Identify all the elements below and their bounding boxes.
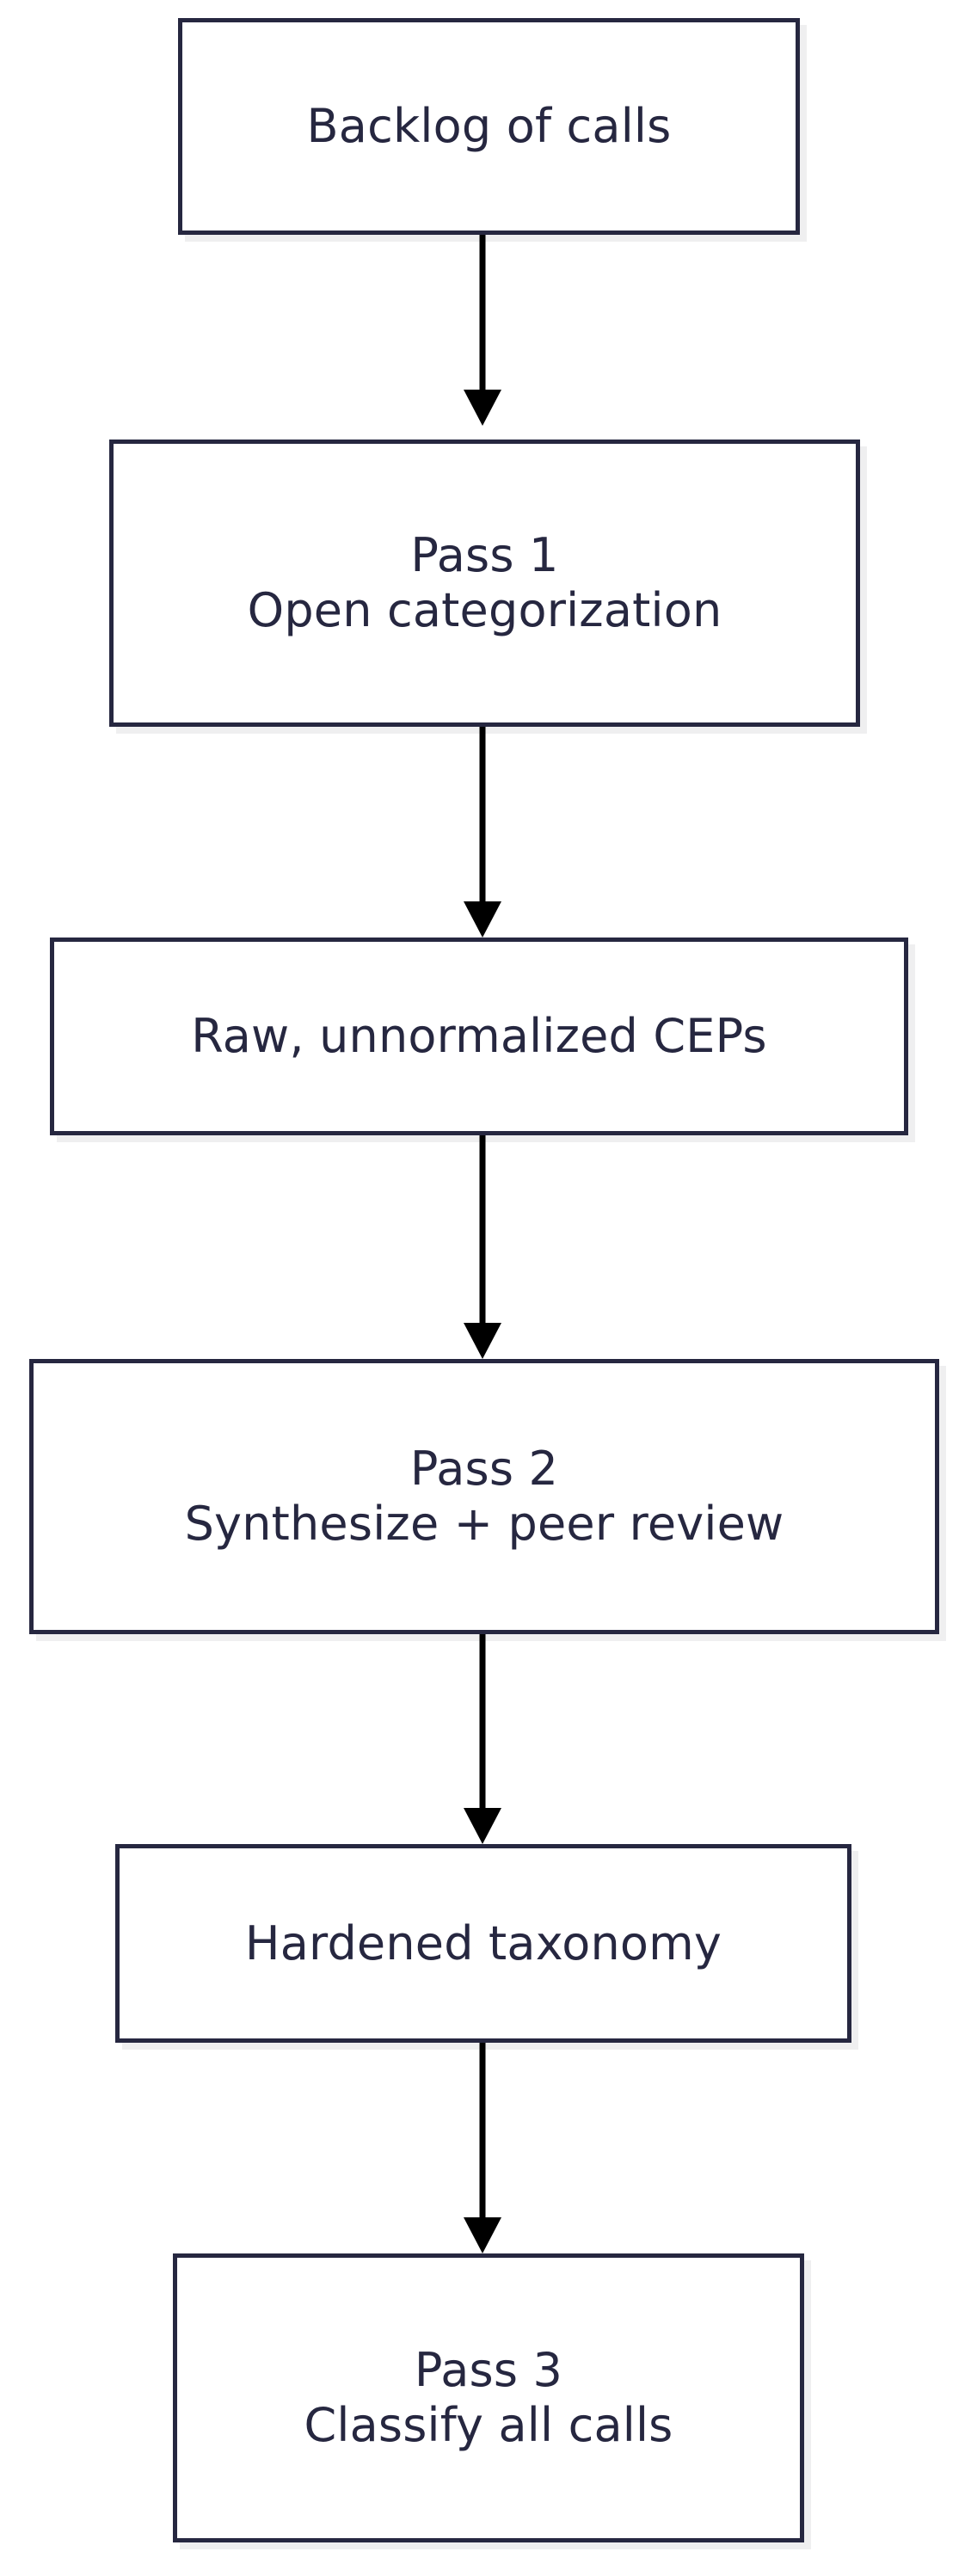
arrow-head-icon: [464, 2217, 501, 2253]
flowchart-arrow-pass1-to-raw-ceps: [464, 727, 501, 938]
node-label-line1: Pass 2: [409, 1442, 559, 1497]
arrow-shaft: [479, 1135, 486, 1323]
arrow-head-icon: [464, 390, 501, 426]
flowchart-node-hardened-taxonomy[interactable]: Hardened taxonomy: [115, 1844, 851, 2043]
arrow-head-icon: [464, 1808, 501, 1844]
flowchart-arrow-hardened-to-pass3: [464, 2043, 501, 2253]
node-label-line1: Raw, unnormalized CEPs: [191, 1009, 767, 1064]
arrow-shaft: [479, 727, 486, 901]
flowchart-node-raw-ceps[interactable]: Raw, unnormalized CEPs: [50, 938, 908, 1135]
node-label-line1: Pass 3: [414, 2343, 563, 2398]
arrow-head-icon: [464, 1323, 501, 1359]
node-label-line1: Pass 1: [410, 528, 559, 583]
node-label-line2: Synthesize + peer review: [184, 1497, 784, 1551]
flowchart-node-backlog[interactable]: Backlog of calls: [178, 18, 800, 235]
arrow-head-icon: [464, 901, 501, 938]
node-label-line1: Hardened taxonomy: [244, 1915, 722, 1970]
arrow-shaft: [479, 2043, 486, 2217]
node-label-line1: Backlog of calls: [306, 99, 672, 154]
arrow-shaft: [479, 1634, 486, 1808]
flowchart-node-pass3[interactable]: Pass 3 Classify all calls: [173, 2253, 804, 2542]
flowchart-arrow-backlog-to-pass1: [464, 235, 501, 426]
flowchart-node-pass2[interactable]: Pass 2 Synthesize + peer review: [29, 1359, 939, 1634]
flowchart-arrow-pass2-to-hardened: [464, 1634, 501, 1844]
flowchart-arrow-raw-ceps-to-pass2: [464, 1135, 501, 1359]
arrow-shaft: [479, 235, 486, 390]
node-label-line2: Open categorization: [247, 583, 722, 637]
node-label-line2: Classify all calls: [304, 2398, 673, 2452]
flowchart-node-pass1[interactable]: Pass 1 Open categorization: [109, 440, 860, 727]
